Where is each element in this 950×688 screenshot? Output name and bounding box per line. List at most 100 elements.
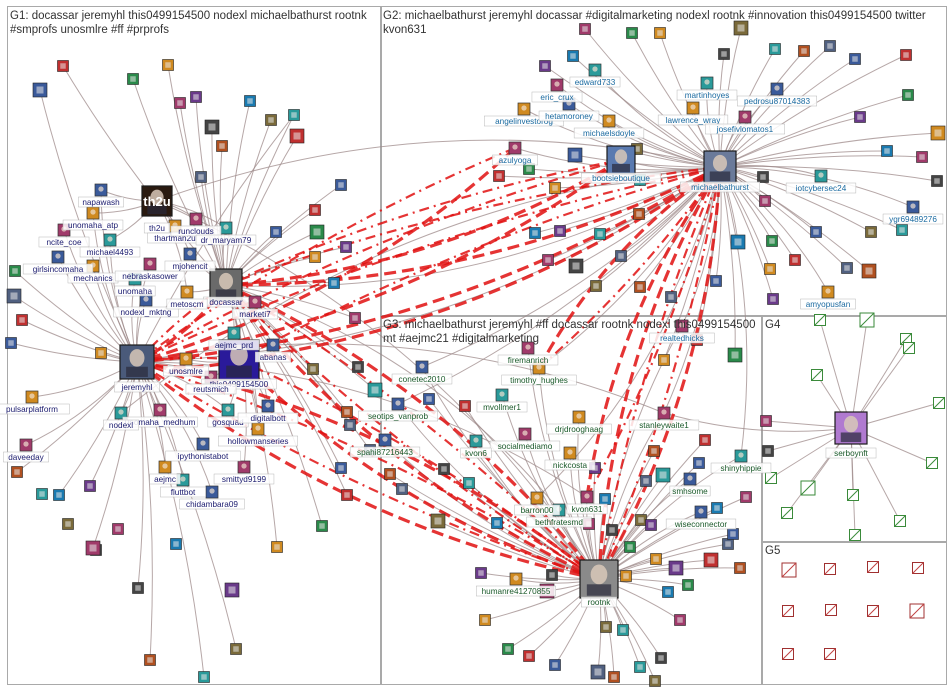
node-mvollmer1[interactable] xyxy=(495,388,509,402)
account-avatar[interactable] xyxy=(6,288,22,304)
account-avatar[interactable] xyxy=(847,489,859,501)
node-serboynft[interactable] xyxy=(834,411,868,445)
account-avatar[interactable] xyxy=(881,145,893,157)
account-avatar[interactable] xyxy=(650,553,662,565)
account-avatar[interactable] xyxy=(814,314,826,326)
account-avatar[interactable] xyxy=(615,250,627,262)
account-avatar[interactable] xyxy=(722,538,734,550)
account-avatar[interactable] xyxy=(634,281,646,293)
account-avatar[interactable] xyxy=(782,605,794,617)
account-avatar[interactable] xyxy=(549,659,561,671)
account-avatar[interactable] xyxy=(567,50,579,62)
node-metoscm[interactable] xyxy=(180,285,194,299)
account-avatar[interactable] xyxy=(766,235,778,247)
node-ipythonistabot[interactable] xyxy=(196,437,210,451)
account-avatar[interactable] xyxy=(244,95,256,107)
node-aejmc_prd[interactable] xyxy=(227,326,241,340)
account-avatar[interactable] xyxy=(396,483,408,495)
account-avatar[interactable] xyxy=(626,27,638,39)
node-ygr69489276[interactable] xyxy=(906,200,920,214)
account-avatar[interactable] xyxy=(204,119,220,135)
account-avatar[interactable] xyxy=(546,569,558,581)
account-avatar[interactable] xyxy=(590,280,602,292)
account-avatar[interactable] xyxy=(85,540,101,556)
node-eric_crux[interactable] xyxy=(550,78,564,92)
account-avatar[interactable] xyxy=(912,562,924,574)
account-avatar[interactable] xyxy=(9,265,21,277)
account-avatar[interactable] xyxy=(579,23,591,35)
account-avatar[interactable] xyxy=(902,89,914,101)
account-avatar[interactable] xyxy=(916,151,928,163)
node-th2u[interactable]: th2u xyxy=(141,185,173,217)
account-avatar[interactable] xyxy=(62,518,74,530)
account-avatar[interactable] xyxy=(491,517,503,529)
node-conetec2010[interactable] xyxy=(415,360,429,374)
account-avatar[interactable] xyxy=(767,293,779,305)
account-avatar[interactable] xyxy=(903,342,915,354)
node-humanre41270855[interactable] xyxy=(509,572,523,586)
account-avatar[interactable] xyxy=(674,614,686,626)
node-pulsarplatform[interactable] xyxy=(25,390,39,404)
account-avatar[interactable] xyxy=(811,369,823,381)
account-avatar[interactable] xyxy=(112,523,124,535)
node-michaelbathurst[interactable] xyxy=(703,150,737,184)
account-avatar[interactable] xyxy=(617,624,629,636)
account-avatar[interactable] xyxy=(479,614,491,626)
node-michael449[interactable] xyxy=(103,233,117,247)
node-chidambara09[interactable] xyxy=(205,485,219,499)
account-avatar[interactable] xyxy=(648,445,660,457)
account-avatar[interactable] xyxy=(335,179,347,191)
node-josefivlomatos1[interactable] xyxy=(738,110,752,124)
account-avatar[interactable] xyxy=(810,226,822,238)
account-avatar[interactable] xyxy=(270,226,282,238)
account-avatar[interactable] xyxy=(174,97,186,109)
account-avatar[interactable] xyxy=(549,182,561,194)
node-docassar[interactable] xyxy=(209,268,243,302)
account-avatar[interactable] xyxy=(645,519,657,531)
account-avatar[interactable] xyxy=(730,234,746,250)
account-avatar[interactable] xyxy=(529,227,541,239)
node-runclouds[interactable] xyxy=(189,212,203,226)
account-avatar[interactable] xyxy=(230,643,242,655)
node-nebraskasower[interactable] xyxy=(143,257,157,271)
node-gosquad[interactable] xyxy=(221,403,235,417)
node-unosmlre[interactable] xyxy=(179,352,193,366)
node-bootsieboutique[interactable] xyxy=(606,145,636,175)
node-angelinvestorog[interactable] xyxy=(517,102,531,116)
account-avatar[interactable] xyxy=(849,529,861,541)
account-avatar[interactable] xyxy=(162,59,174,71)
account-avatar[interactable] xyxy=(926,457,938,469)
account-avatar[interactable] xyxy=(271,541,283,553)
account-avatar[interactable] xyxy=(328,277,340,289)
account-avatar[interactable] xyxy=(384,468,396,480)
node-rootnk[interactable] xyxy=(579,559,619,599)
node-firemanrich[interactable] xyxy=(521,341,535,355)
account-avatar[interactable] xyxy=(703,552,719,568)
account-avatar[interactable] xyxy=(757,171,769,183)
account-avatar[interactable] xyxy=(930,125,946,141)
account-avatar[interactable] xyxy=(590,664,606,680)
account-avatar[interactable] xyxy=(523,650,535,662)
account-avatar[interactable] xyxy=(459,400,471,412)
node-lawrence_wray[interactable] xyxy=(686,101,700,115)
account-avatar[interactable] xyxy=(600,621,612,633)
node-aejmc[interactable] xyxy=(158,460,172,474)
account-avatar[interactable] xyxy=(288,109,300,121)
account-avatar[interactable] xyxy=(727,528,739,540)
node-nodexl[interactable] xyxy=(114,406,128,420)
account-avatar[interactable] xyxy=(765,472,777,484)
account-avatar[interactable] xyxy=(608,671,620,683)
account-avatar[interactable] xyxy=(665,291,677,303)
account-avatar[interactable] xyxy=(624,541,636,553)
account-avatar[interactable] xyxy=(710,275,722,287)
account-avatar[interactable] xyxy=(127,73,139,85)
account-avatar[interactable] xyxy=(340,241,352,253)
node-shinyhippie[interactable] xyxy=(734,449,748,463)
account-avatar[interactable] xyxy=(594,228,606,240)
account-avatar[interactable] xyxy=(782,648,794,660)
account-avatar[interactable] xyxy=(711,502,723,514)
account-avatar[interactable] xyxy=(896,224,908,236)
account-avatar[interactable] xyxy=(734,562,746,574)
account-avatar[interactable] xyxy=(759,195,771,207)
account-avatar[interactable] xyxy=(760,415,772,427)
